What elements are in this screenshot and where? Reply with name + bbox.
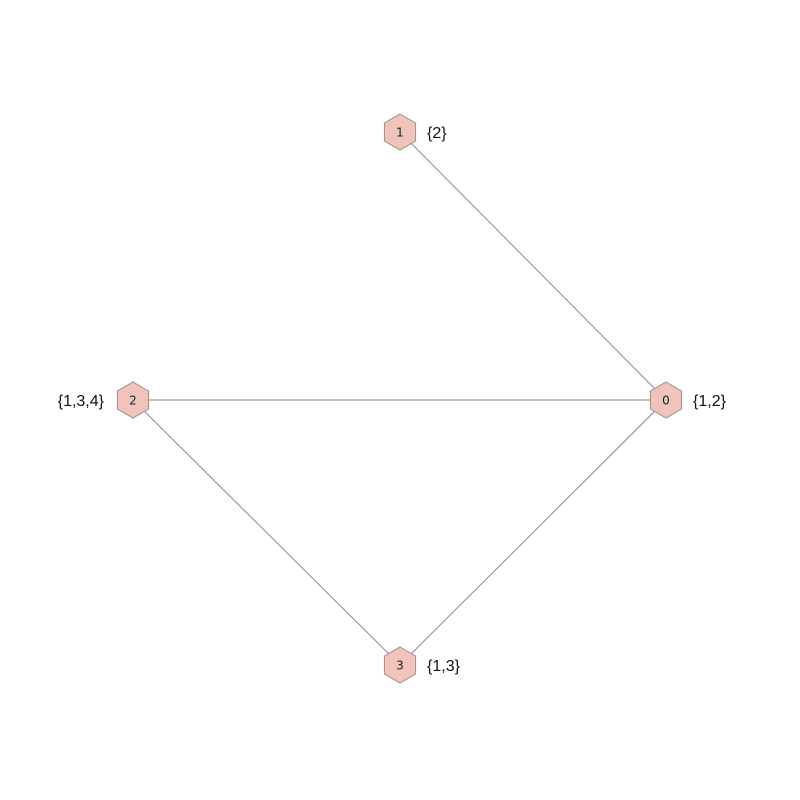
node-0[interactable]: 0 {1,2} bbox=[649, 381, 727, 419]
node-2-id-label: 2 bbox=[129, 394, 137, 408]
edge-1-0 bbox=[399, 131, 667, 401]
node-2-set-label: {1,3,4} bbox=[58, 393, 105, 410]
node-0-hexagon-icon bbox=[649, 381, 683, 419]
node-1-set-label: {2} bbox=[427, 125, 447, 142]
node-1-hexagon-icon bbox=[383, 113, 417, 151]
node-3-hexagon-icon bbox=[383, 646, 417, 684]
edge-2-3 bbox=[132, 399, 401, 666]
node-3-id-label: 3 bbox=[396, 659, 404, 673]
node-1-id-label: 1 bbox=[396, 126, 404, 140]
node-3[interactable]: 3 {1,3} bbox=[383, 646, 461, 684]
node-3-set-label: {1,3} bbox=[427, 658, 461, 675]
node-0-id-label: 0 bbox=[662, 394, 670, 408]
node-2-hexagon-icon bbox=[116, 381, 150, 419]
edge-3-0 bbox=[399, 399, 667, 666]
node-0-set-label: {1,2} bbox=[693, 393, 727, 410]
node-2[interactable]: 2 {1,3,4} bbox=[58, 381, 150, 419]
node-1[interactable]: 1 {2} bbox=[383, 113, 447, 151]
